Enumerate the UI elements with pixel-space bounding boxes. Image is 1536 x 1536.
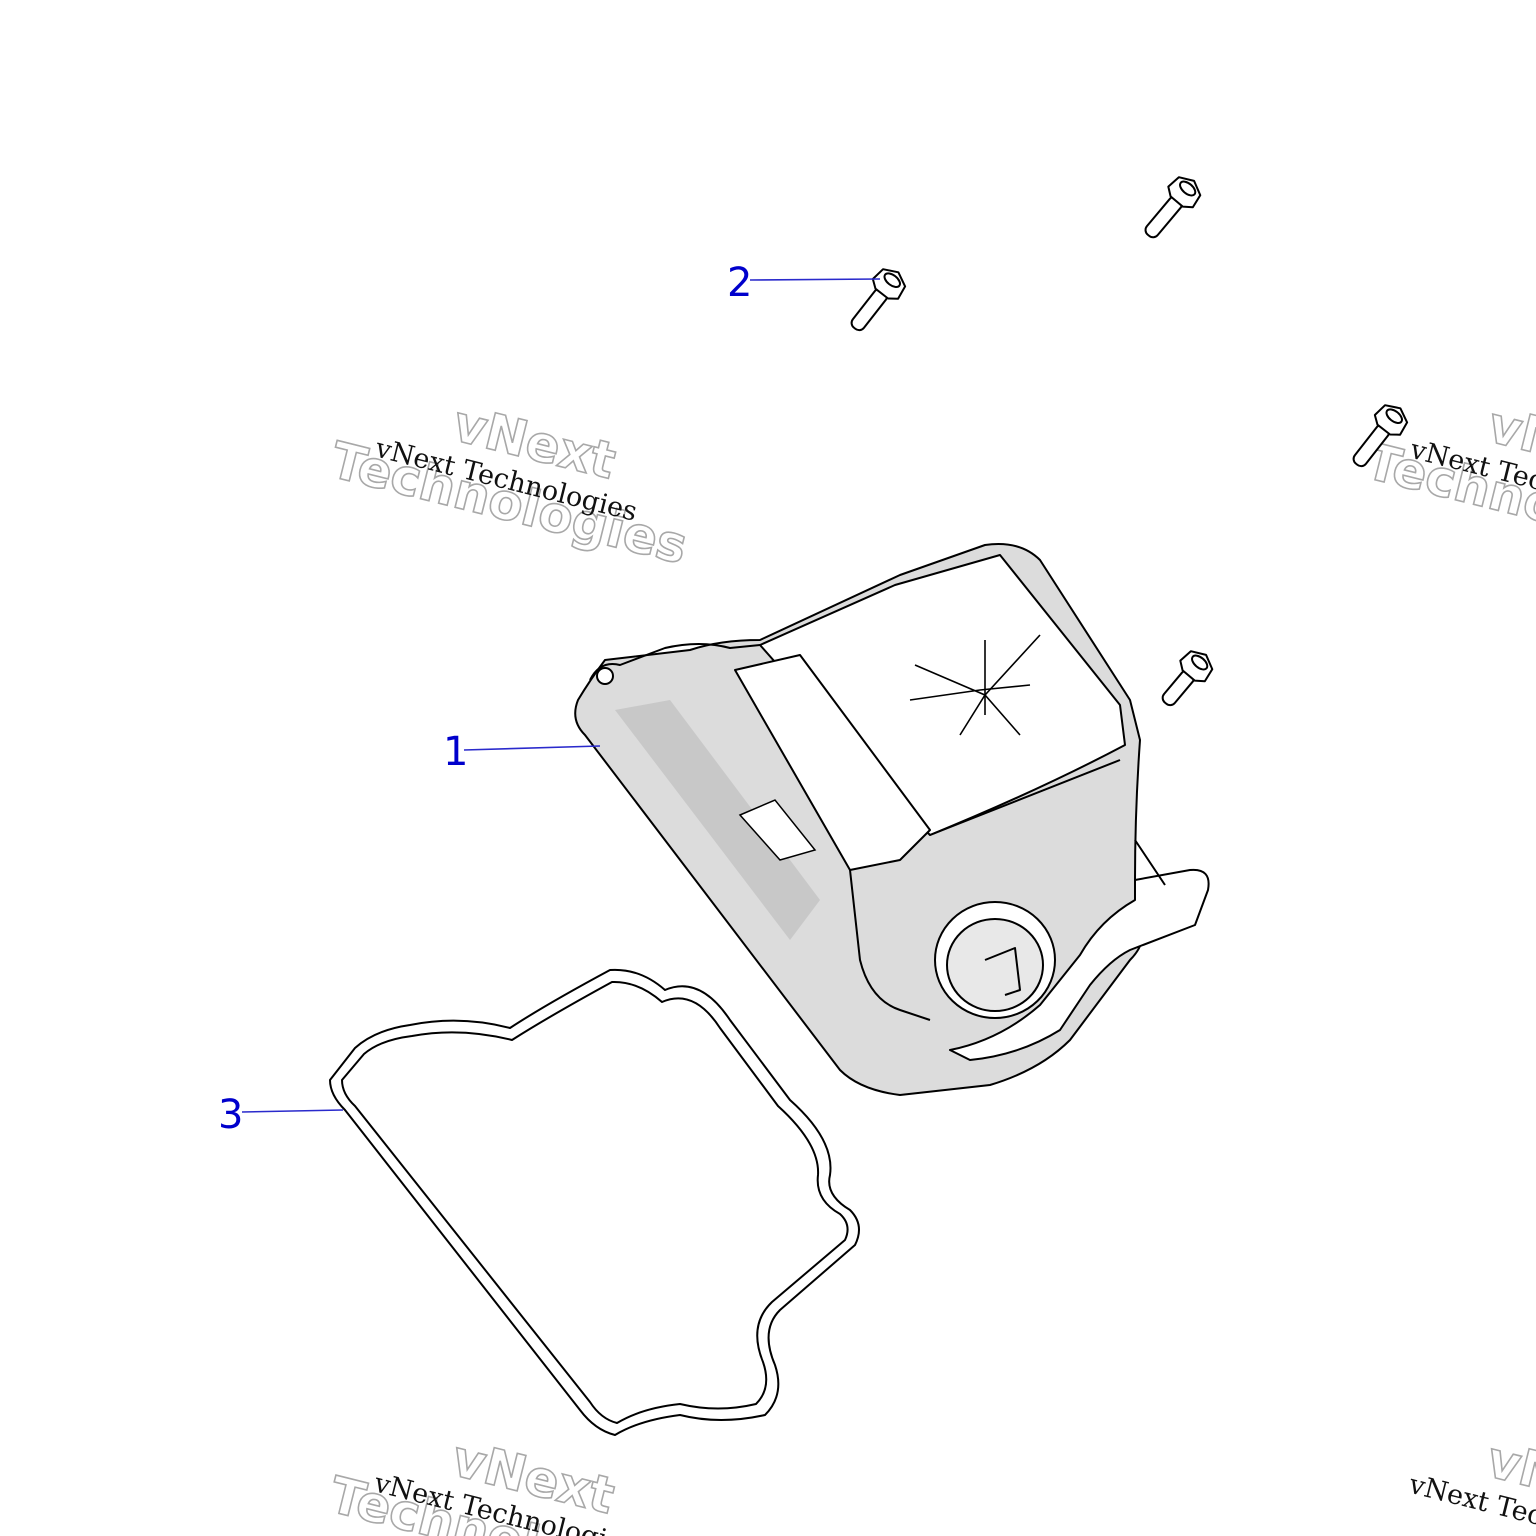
bolt-icon bbox=[1144, 176, 1202, 239]
callout-3[interactable]: 3 bbox=[218, 1092, 344, 1138]
callout-label: 3 bbox=[218, 1092, 243, 1138]
callout-1[interactable]: 1 bbox=[443, 729, 601, 775]
watermark-bottom-right: vNext vNext Technologies bbox=[1405, 1430, 1536, 1536]
bolt-icon bbox=[1161, 650, 1214, 707]
bolt-icon bbox=[850, 268, 907, 332]
watermark-bottom-left: vNext Technologies vNext Technologies bbox=[323, 1429, 692, 1536]
watermark-top-left: vNext Technologies vNext Technologies bbox=[324, 394, 693, 577]
gasket-icon bbox=[329, 968, 860, 1436]
callout-label: 1 bbox=[443, 729, 468, 775]
leader-line bbox=[241, 1109, 344, 1113]
bolt-icon bbox=[1352, 404, 1409, 468]
callout-2[interactable]: 2 bbox=[727, 260, 881, 306]
logo-star-icon bbox=[909, 634, 1041, 736]
mounting-hole-icon bbox=[596, 667, 614, 685]
callout-label: 2 bbox=[727, 260, 752, 306]
valve-cover-icon bbox=[574, 543, 1210, 1096]
leader-line bbox=[749, 278, 881, 281]
leader-line bbox=[463, 745, 601, 751]
watermark-top-right: vNext Technologies vNext Technologies bbox=[1359, 395, 1536, 578]
